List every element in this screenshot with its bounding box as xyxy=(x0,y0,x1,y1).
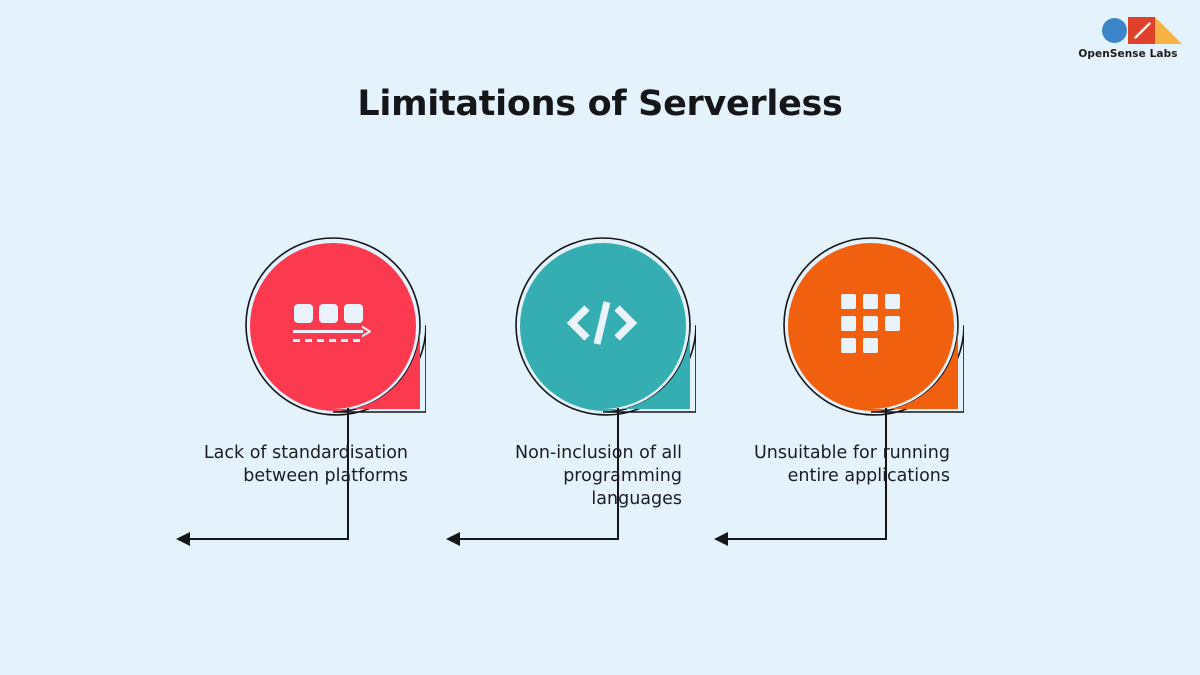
grid-cell xyxy=(862,293,878,309)
block-square-icon xyxy=(344,304,363,323)
pin-shape-3 xyxy=(778,232,964,422)
pin-outline-1 xyxy=(245,237,426,416)
opensense-labs-logo: OpenSense Labs xyxy=(1074,12,1182,64)
caption-3: Unsuitable for running entire applicatio… xyxy=(753,443,950,486)
grid-cell xyxy=(884,315,900,331)
dashed-line-icon xyxy=(293,339,361,342)
pin-outline-3 xyxy=(783,237,964,416)
icon-holder-1 xyxy=(240,232,422,418)
limitation-item-1: Lack of standardisation between platform… xyxy=(162,0,426,675)
blocks-row xyxy=(293,304,371,323)
pin-shape-1 xyxy=(240,232,426,422)
pin-shape-2-svg xyxy=(515,237,696,416)
caption-1: Lack of standardisation between platform… xyxy=(203,443,408,486)
limitation-item-3: Unsuitable for running entire applicatio… xyxy=(700,0,964,675)
page-title: Limitations of Serverless xyxy=(357,84,843,124)
grid-cell xyxy=(862,337,878,353)
grid-cell xyxy=(840,315,856,331)
code-brackets-svg xyxy=(566,301,638,345)
connector-path-1 xyxy=(190,408,349,540)
icon-holder-3 xyxy=(778,232,960,418)
yellow-triangle-icon xyxy=(1155,17,1182,44)
grid-cell xyxy=(840,293,856,309)
logo-wordmark: OpenSense Labs xyxy=(1078,48,1178,60)
pin-fill-1 xyxy=(250,243,420,411)
pin-fill-2 xyxy=(520,243,690,411)
pin-shape-2 xyxy=(510,232,696,422)
grid-cell-empty xyxy=(885,338,900,353)
grid-squares-icon xyxy=(840,293,900,353)
grid-cell xyxy=(884,293,900,309)
pin-shape-1-svg xyxy=(245,237,426,416)
limitation-item-2: Non-inclusion of all programming languag… xyxy=(432,0,696,675)
arrow-bar xyxy=(293,330,363,333)
connector-arrow-3 xyxy=(714,408,887,546)
blue-circle-icon xyxy=(1102,18,1127,43)
grid-cell xyxy=(862,315,878,331)
solid-arrow-line-icon xyxy=(293,326,371,337)
caption-2: Non-inclusion of all programming languag… xyxy=(515,443,682,509)
red-square-slash-icon xyxy=(1128,17,1155,44)
arrowhead-2 xyxy=(446,532,460,546)
block-square-icon xyxy=(294,304,313,323)
blocks-arrow-icon xyxy=(293,304,371,342)
code-brackets-icon xyxy=(565,295,639,351)
connector-arrow-2 xyxy=(446,408,619,546)
slash-icon xyxy=(1134,22,1151,39)
logo-marks xyxy=(1074,12,1182,46)
arrow-head-icon xyxy=(362,326,371,337)
block-square-icon xyxy=(319,304,338,323)
connector-arrow-1 xyxy=(176,408,349,546)
connector-path-2 xyxy=(460,408,619,540)
arrowhead-1 xyxy=(176,532,190,546)
pin-outline-2 xyxy=(515,237,696,416)
arrowhead-3 xyxy=(714,532,728,546)
grid-squares-layout xyxy=(840,293,900,353)
icon-holder-2 xyxy=(510,232,692,418)
connector-path-3 xyxy=(728,408,887,540)
grid-cell xyxy=(840,337,856,353)
